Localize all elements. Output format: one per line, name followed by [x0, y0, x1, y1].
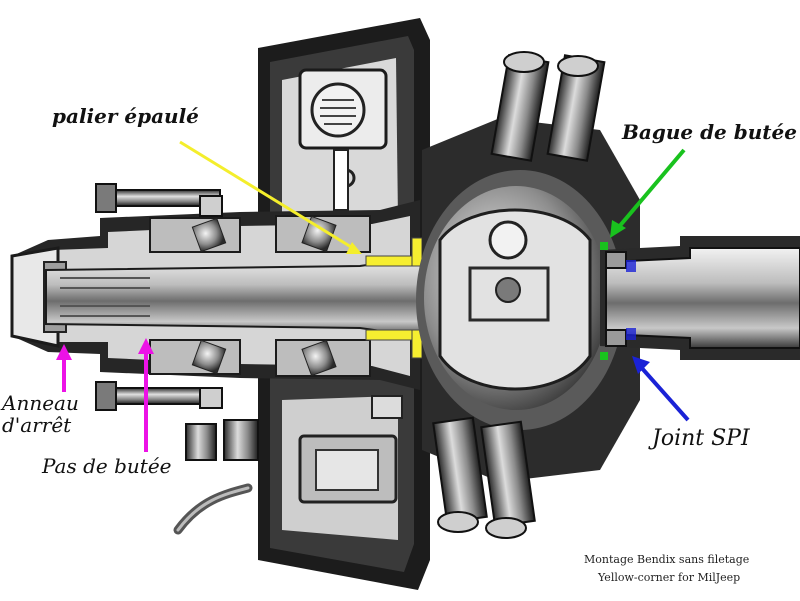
arrow-palier [179, 140, 362, 254]
label-palier-epaule: palier épaulé [52, 104, 199, 128]
label-bague-de-butee: Bague de butée [622, 120, 797, 144]
label-anneau-darret: Anneau d'arrêt [2, 392, 79, 436]
credit-line-1: Montage Bendix sans filetage [584, 553, 750, 566]
brake-cable [173, 483, 253, 535]
axle-shaft [45, 237, 431, 359]
arrow-anneau [56, 344, 72, 392]
label-joint-spi: Joint SPI [652, 426, 750, 451]
label-anneau-line2: d'arrêt [2, 413, 72, 437]
credit-line-2: Yellow-corner for MilJeep [598, 571, 741, 584]
bleeder-fitting [185, 419, 259, 461]
hub-studs [95, 183, 223, 411]
kingpin-bolts-bottom [432, 416, 536, 539]
arrow-bague [610, 148, 686, 238]
arrow-pas [138, 338, 154, 452]
label-anneau-line1: Anneau [2, 391, 79, 415]
wheel-bearings [149, 215, 371, 377]
kingpin-bolts-top [490, 51, 606, 162]
brake-drum [258, 18, 430, 590]
output-shaft [600, 236, 800, 360]
label-pas-de-butee: Pas de butée [42, 454, 172, 478]
arrow-joint [632, 356, 690, 422]
ujoint-housing [416, 118, 640, 482]
